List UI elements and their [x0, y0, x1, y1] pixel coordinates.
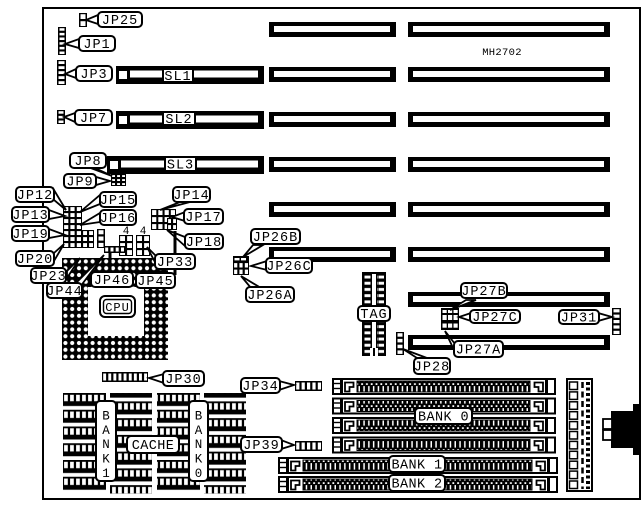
svg-text:1: 1: [102, 467, 110, 481]
svg-text:A: A: [195, 424, 203, 438]
svg-text:B: B: [195, 409, 203, 423]
svg-text:BANK 0: BANK 0: [418, 411, 469, 426]
svg-text:JP39: JP39: [243, 439, 279, 454]
svg-text:SL1: SL1: [164, 70, 191, 85]
svg-text:JP23: JP23: [30, 270, 66, 285]
svg-text:JP31: JP31: [561, 312, 597, 327]
svg-text:JP26C: JP26C: [266, 260, 312, 275]
svg-text:4: 4: [123, 226, 130, 238]
svg-text:JP33: JP33: [157, 256, 193, 271]
svg-text:JP20: JP20: [17, 253, 53, 268]
svg-text:BANK 1: BANK 1: [391, 459, 442, 474]
svg-text:JP34: JP34: [242, 380, 278, 395]
svg-text:JP3: JP3: [80, 68, 107, 83]
svg-text:JP14: JP14: [173, 189, 209, 204]
svg-text:JP28: JP28: [414, 361, 450, 376]
svg-text:N: N: [102, 438, 110, 452]
svg-text:JP45: JP45: [137, 275, 173, 290]
svg-text:JP46: JP46: [94, 274, 130, 289]
svg-text:JP44: JP44: [46, 285, 82, 300]
svg-text:CPU: CPU: [105, 301, 130, 315]
svg-text:JP19: JP19: [12, 228, 48, 243]
svg-text:TAG: TAG: [360, 308, 387, 323]
svg-text:SL2: SL2: [165, 113, 192, 128]
svg-text:JP18: JP18: [186, 236, 222, 251]
svg-text:JP12: JP12: [17, 189, 53, 204]
svg-text:K: K: [102, 453, 110, 467]
svg-text:JP9: JP9: [66, 176, 93, 191]
svg-text:CACHE: CACHE: [132, 439, 175, 454]
svg-text:JP27A: JP27A: [456, 344, 502, 359]
svg-text:JP1: JP1: [83, 38, 110, 53]
svg-text:JP27B: JP27B: [461, 285, 507, 300]
svg-text:4: 4: [140, 226, 147, 238]
svg-text:0: 0: [195, 467, 203, 481]
svg-text:SL3: SL3: [167, 159, 194, 174]
svg-text:JP7: JP7: [80, 112, 107, 127]
svg-text:A: A: [102, 424, 110, 438]
svg-text:JP25: JP25: [102, 14, 138, 29]
svg-text:MH2702: MH2702: [482, 47, 522, 59]
svg-text:B: B: [102, 409, 110, 423]
svg-text:N: N: [195, 438, 203, 452]
svg-text:JP26A: JP26A: [247, 289, 293, 304]
svg-text:BANK 2: BANK 2: [391, 478, 442, 493]
svg-text:JP27C: JP27C: [472, 311, 518, 326]
svg-text:JP26B: JP26B: [253, 231, 299, 246]
svg-text:JP30: JP30: [165, 373, 201, 388]
svg-text:K: K: [195, 453, 203, 467]
svg-text:JP13: JP13: [12, 209, 48, 224]
svg-text:JP16: JP16: [100, 212, 136, 227]
svg-text:JP15: JP15: [100, 194, 136, 209]
svg-text:JP17: JP17: [185, 211, 221, 226]
svg-text:JP8: JP8: [74, 155, 101, 170]
